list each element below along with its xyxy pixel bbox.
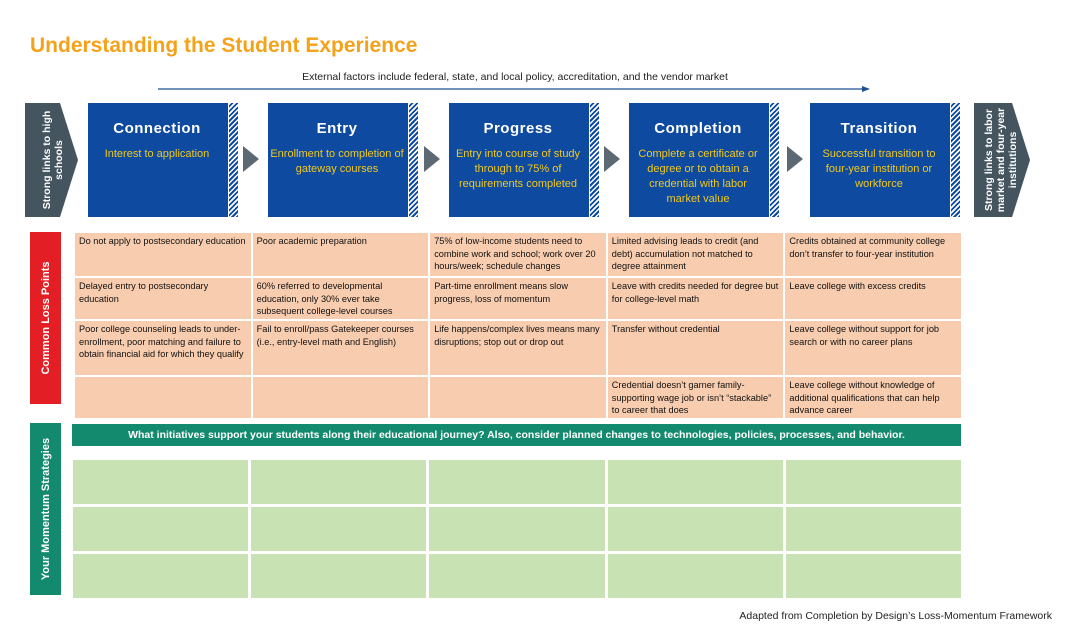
loss-cell <box>430 377 606 418</box>
footnote: Adapted from Completion by Design’s Loss… <box>739 610 1052 622</box>
loss-cell: Poor academic preparation <box>252 233 429 276</box>
loss-cell: Leave with credits needed for degree but… <box>607 278 784 319</box>
momentum-cell[interactable] <box>607 554 783 598</box>
stage-description: Successful transition to four-year insti… <box>822 148 936 190</box>
stage-title: Progress <box>483 120 553 137</box>
momentum-cell[interactable] <box>251 460 427 504</box>
stage-title: Completion <box>654 120 742 137</box>
stage-description: Complete a certificate or degree or to o… <box>638 148 758 205</box>
loss-cell: 75% of low-income students need to combi… <box>430 233 606 276</box>
loss-cell: Fail to enroll/pass Gatekeeper courses (… <box>252 321 429 375</box>
momentum-cell[interactable] <box>251 507 427 551</box>
momentum-cell[interactable] <box>785 507 961 551</box>
momentum-grid <box>73 460 961 598</box>
stage-description: Interest to application <box>104 148 210 160</box>
loss-cell: Do not apply to postsecondary education <box>75 233 251 276</box>
loss-cell <box>75 377 251 418</box>
chevron-right-icon <box>424 146 440 172</box>
momentum-cell[interactable] <box>607 507 783 551</box>
momentum-cell[interactable] <box>73 507 249 551</box>
chevron-right-icon <box>604 146 620 172</box>
momentum-cell[interactable] <box>429 460 605 504</box>
chevron-right-icon <box>787 146 803 172</box>
stage-title: Connection <box>113 120 201 137</box>
momentum-cell[interactable] <box>785 460 961 504</box>
loss-cell: Delayed entry to postsecondary education <box>75 278 251 319</box>
loss-cell: Transfer without credential <box>607 321 784 375</box>
loss-cell: 60% referred to developmental education,… <box>252 278 429 319</box>
right-side-arrow: Strong links to labor market and four-ye… <box>974 103 1030 217</box>
loss-cell: Poor college counseling leads to under-e… <box>75 321 251 375</box>
loss-cell: Credits obtained at community college do… <box>785 233 961 276</box>
momentum-cell[interactable] <box>785 554 961 598</box>
momentum-cell[interactable] <box>251 554 427 598</box>
loss-points-grid: Do not apply to postsecondary education … <box>75 233 961 418</box>
loss-points-label: Common Loss Points <box>39 261 52 375</box>
stage-progress: Progress Entry into course of study thro… <box>449 103 599 217</box>
momentum-cell[interactable] <box>73 554 249 598</box>
loss-cell <box>252 377 429 418</box>
momentum-cell[interactable] <box>607 460 783 504</box>
right-arrow-label: Strong links to labor market and four-ye… <box>982 107 1020 213</box>
stage-description: Entry into course of study through to 75… <box>455 148 581 190</box>
page-title: Understanding the Student Experience <box>30 34 418 57</box>
loss-cell: Part-time enrollment means slow progress… <box>430 278 606 319</box>
chevron-right-icon <box>243 146 259 172</box>
loss-cell: Limited advising leads to credit (and de… <box>607 233 784 276</box>
stage-connection: Connection Interest to application <box>88 103 238 217</box>
momentum-strategies-label: Your Momentum Strategies <box>39 437 52 581</box>
external-factors-arrow <box>158 86 870 92</box>
momentum-cell[interactable] <box>429 507 605 551</box>
loss-cell: Leave college without support for job se… <box>785 321 961 375</box>
momentum-cell[interactable] <box>429 554 605 598</box>
loss-cell: Leave college without knowledge of addit… <box>785 377 961 418</box>
external-factors-text: External factors include federal, state,… <box>302 71 728 83</box>
momentum-banner: What initiatives support your students a… <box>72 424 961 446</box>
momentum-cell[interactable] <box>73 460 249 504</box>
stage-entry: Entry Enrollment to completion of gatewa… <box>268 103 418 217</box>
loss-points-tab: Common Loss Points <box>30 232 61 404</box>
loss-cell: Leave college with excess credits <box>785 278 961 319</box>
stage-transition: Transition Successful transition to four… <box>810 103 960 217</box>
stage-completion: Completion Complete a certificate or deg… <box>629 103 779 217</box>
stage-title: Transition <box>840 120 918 137</box>
stage-title: Entry <box>316 120 358 137</box>
left-arrow-label: Strong links to high schools <box>40 110 65 210</box>
loss-cell: Credential doesn’t garner family-support… <box>607 377 784 418</box>
momentum-strategies-tab: Your Momentum Strategies <box>30 423 61 595</box>
loss-cell: Life happens/complex lives means many di… <box>430 321 606 375</box>
stage-description: Enrollment to completion of gateway cour… <box>270 148 404 175</box>
left-side-arrow: Strong links to high schools <box>25 103 78 217</box>
